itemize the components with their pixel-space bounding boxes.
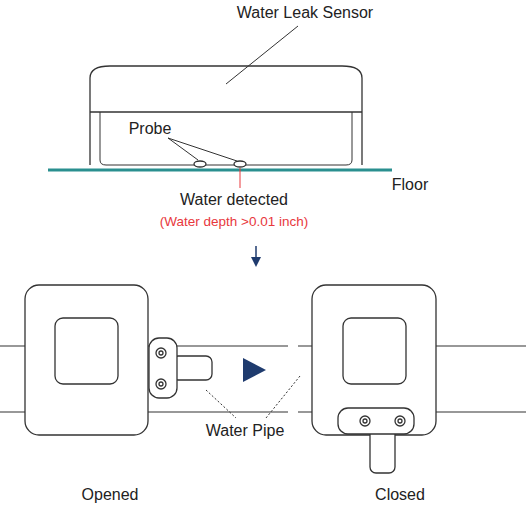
leader-line: [168, 138, 237, 161]
leader-line: [206, 390, 236, 418]
state-label: Closed: [375, 486, 425, 504]
part-label: Floor: [392, 176, 428, 194]
probe: [234, 161, 246, 167]
down-arrow: [255, 246, 257, 262]
part-label: Water Pipe: [206, 422, 285, 440]
water-leak-sensor: [90, 66, 362, 167]
leader-line: [266, 376, 300, 418]
probe: [194, 161, 206, 167]
floor-line: [48, 169, 392, 172]
leader-line: [168, 138, 198, 160]
state-label: Opened: [82, 486, 139, 504]
transition-arrow: [243, 358, 266, 382]
leader-line: [226, 26, 298, 84]
leader-line: [240, 168, 241, 188]
valve-closed: [312, 285, 436, 473]
part-label: Probe: [129, 120, 172, 138]
note-label: Water detected: [180, 191, 288, 209]
valve-opened: [25, 285, 212, 435]
part-label: Water Leak Sensor: [237, 4, 373, 22]
note-label: (Water depth >0.01 inch): [160, 214, 308, 230]
